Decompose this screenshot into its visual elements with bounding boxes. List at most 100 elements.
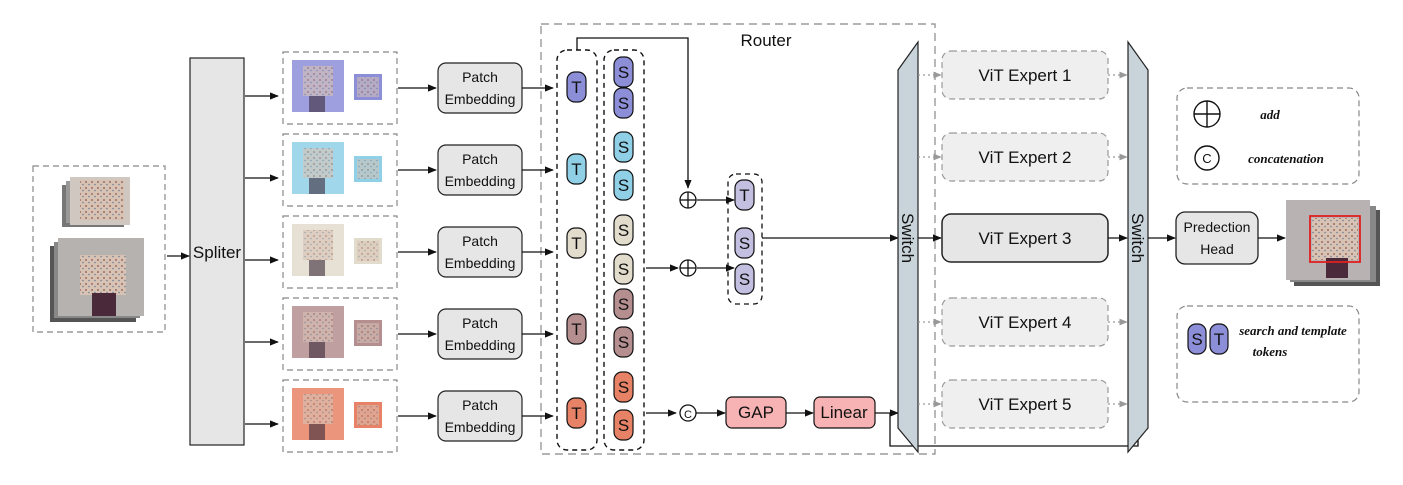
router-label: Router bbox=[740, 31, 791, 50]
legend-tokens: S T search and template tokens bbox=[1176, 305, 1360, 403]
template-token-4: T bbox=[566, 313, 587, 345]
search-token-4b: S bbox=[613, 326, 634, 358]
template-token-5: T bbox=[566, 397, 587, 429]
legend-search-token-letter: S bbox=[1191, 330, 1202, 349]
vit-expert-label-5: ViT Expert 5 bbox=[979, 395, 1072, 414]
concat-op-symbol: C bbox=[684, 409, 692, 421]
patch-embedding-line1-2: Patch bbox=[462, 151, 498, 167]
search-token-5b: S bbox=[613, 409, 634, 441]
search-token-4b-letter: S bbox=[618, 333, 629, 352]
search-token-5a: S bbox=[613, 371, 634, 403]
patch-embedding-line1-4: Patch bbox=[462, 315, 498, 331]
search-token-1a-letter: S bbox=[618, 63, 629, 82]
fused-template-token-letter: T bbox=[739, 186, 749, 205]
switch-left-label: Switch bbox=[898, 213, 917, 263]
template-token-3: T bbox=[566, 227, 587, 259]
tracking-bounding-box bbox=[1309, 215, 1361, 263]
image-pair-box-3 bbox=[282, 215, 398, 289]
template-token-5-letter: T bbox=[571, 404, 581, 423]
search-token-1b: S bbox=[613, 87, 634, 119]
image-pair-box-2 bbox=[282, 133, 398, 207]
template-token-2: T bbox=[566, 153, 587, 185]
template-token-1: T bbox=[566, 71, 587, 103]
output-frames-image bbox=[1286, 200, 1380, 286]
splitter-block: Spliter bbox=[189, 57, 245, 446]
search-frames-image bbox=[50, 238, 144, 322]
splitter-rect bbox=[189, 57, 245, 446]
patch-embedding-line2-2: Embedding bbox=[445, 173, 516, 189]
template-image-2 bbox=[354, 156, 382, 182]
legend-template-token-letter: T bbox=[1214, 330, 1224, 349]
search-token-3b: S bbox=[613, 253, 634, 285]
prediction-head-line2: Head bbox=[1200, 241, 1233, 257]
template-token-4-letter: T bbox=[571, 320, 581, 339]
vit-expert-2: ViT Expert 2 bbox=[918, 132, 1128, 182]
vit-expert-4: ViT Expert 4 bbox=[918, 297, 1128, 347]
image-pair-box-1 bbox=[282, 51, 398, 125]
search-token-5b-letter: S bbox=[618, 416, 629, 435]
vit-expert-label-3: ViT Expert 3 bbox=[979, 229, 1072, 248]
template-frame-image bbox=[62, 177, 130, 227]
template-image-1 bbox=[354, 74, 382, 100]
search-token-2b-letter: S bbox=[618, 176, 629, 195]
search-token-2a: S bbox=[613, 131, 634, 163]
patch-embedding-line2-5: Embedding bbox=[445, 419, 516, 435]
search-token-1a: S bbox=[613, 56, 634, 88]
search-token-3a-letter: S bbox=[618, 221, 629, 240]
gap-label: GAP bbox=[738, 403, 774, 422]
template-image-5 bbox=[354, 402, 382, 428]
search-token-4a-letter: S bbox=[618, 295, 629, 314]
image-pair-box-4 bbox=[282, 297, 398, 371]
router-connectors bbox=[576, 37, 735, 277]
search-image-5 bbox=[292, 388, 344, 440]
vit-expert-3: ViT Expert 3 bbox=[918, 213, 1128, 263]
search-token-1b-letter: S bbox=[618, 94, 629, 113]
add-legend-label: add bbox=[1260, 107, 1280, 122]
prediction-head-line1: Predection bbox=[1184, 219, 1251, 235]
fused-search-token-a: S bbox=[734, 227, 755, 259]
patch-embedding-line2-3: Embedding bbox=[445, 255, 516, 271]
add-op-1 bbox=[679, 191, 697, 209]
linear-label: Linear bbox=[820, 403, 868, 422]
fused-search-token-b: S bbox=[734, 263, 755, 295]
splitter-label: Spliter bbox=[193, 243, 242, 262]
modality-rows: PatchEmbeddingTSSPatchEmbeddingTSSPatchE… bbox=[245, 51, 634, 453]
template-token-1-letter: T bbox=[571, 78, 581, 97]
add-op-2 bbox=[679, 259, 697, 277]
patch-embedding-line1-5: Patch bbox=[462, 397, 498, 413]
legend-operations: add C concatenation bbox=[1176, 87, 1360, 185]
fused-search-token-a-letter: S bbox=[739, 234, 750, 253]
patch-embedding-line2-4: Embedding bbox=[445, 337, 516, 353]
gating-branch: C GAP Linear bbox=[646, 396, 1142, 447]
template-image-3 bbox=[354, 238, 382, 264]
template-image-4 bbox=[354, 320, 382, 346]
search-image-2 bbox=[292, 142, 344, 194]
search-token-5a-letter: S bbox=[618, 378, 629, 397]
search-image-3 bbox=[292, 224, 344, 276]
tokens-legend-line1: search and template bbox=[1238, 323, 1347, 338]
patch-embedding-line2-1: Embedding bbox=[445, 91, 516, 107]
input-frames-border bbox=[32, 165, 166, 333]
fused-template-token: T bbox=[734, 179, 755, 211]
add-legend-icon bbox=[1193, 100, 1221, 128]
search-token-2b: S bbox=[613, 169, 634, 201]
search-token-4a: S bbox=[613, 288, 634, 320]
search-image-4 bbox=[292, 306, 344, 358]
switch-left: Switch bbox=[897, 40, 919, 454]
image-pair-box-5 bbox=[282, 379, 398, 453]
router-region bbox=[540, 23, 936, 455]
concat-legend-icon bbox=[1194, 145, 1220, 171]
patch-embedding-line1-3: Patch bbox=[462, 233, 498, 249]
fused-token-group: T SS bbox=[727, 173, 763, 305]
tokens-legend-line2: tokens bbox=[1253, 344, 1288, 359]
